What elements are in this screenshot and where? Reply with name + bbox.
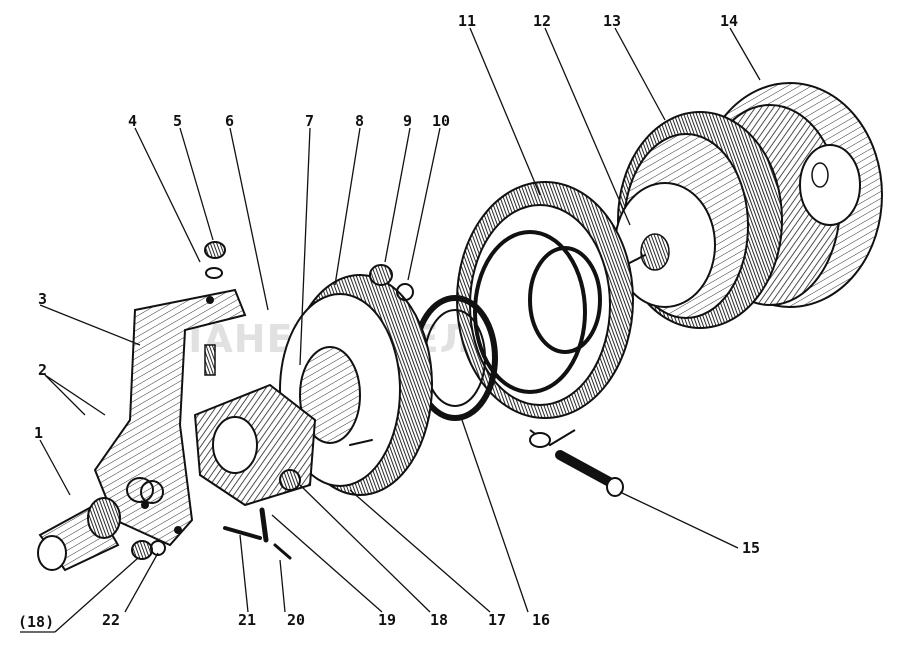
callout-9: 9 bbox=[403, 112, 412, 130]
part-6-bolt bbox=[204, 344, 216, 376]
part-5-nut bbox=[204, 241, 226, 259]
leader-lines bbox=[20, 27, 761, 633]
callout-10: 10 bbox=[432, 112, 450, 130]
callout-18: 18 bbox=[430, 611, 448, 629]
callout-1: 1 bbox=[34, 424, 43, 442]
callout-5: 5 bbox=[173, 112, 182, 130]
callout-labels: 1 2 3 4 5 6 7 8 9 10 11 12 13 14 15 16 1… bbox=[18, 12, 760, 631]
callout-8: 8 bbox=[355, 112, 364, 130]
part-11-clamp-ring bbox=[456, 181, 634, 448]
callout-2: 2 bbox=[38, 361, 47, 379]
part-22-washer bbox=[150, 540, 166, 556]
callout-16: 16 bbox=[532, 611, 550, 629]
callout-6: 6 bbox=[225, 112, 234, 130]
part-4-washer bbox=[205, 267, 223, 279]
part-20-split-pin bbox=[273, 543, 292, 560]
part-9-nut bbox=[369, 264, 393, 286]
callout-19: 19 bbox=[378, 611, 396, 629]
part-18-nut bbox=[131, 540, 153, 560]
part-2-o-rings bbox=[126, 477, 164, 504]
callout-7: 7 bbox=[305, 112, 314, 130]
callout-22: 22 bbox=[102, 611, 120, 629]
callout-12: 12 bbox=[533, 12, 551, 30]
part-1-pin bbox=[37, 497, 121, 572]
callout-3: 3 bbox=[38, 290, 47, 308]
part-17-valve-body bbox=[193, 383, 317, 507]
part-21-pin bbox=[223, 507, 269, 543]
callout-20: 20 bbox=[287, 611, 305, 629]
callout-14: 14 bbox=[720, 12, 738, 30]
part-15-bolt bbox=[555, 450, 624, 497]
callout-4: 4 bbox=[128, 112, 137, 130]
callout-13: 13 bbox=[603, 12, 621, 30]
part-10-washer bbox=[396, 283, 414, 301]
callout-15: 15 bbox=[742, 539, 760, 557]
callout-11: 11 bbox=[458, 12, 476, 30]
callout-18-paren: (18) bbox=[18, 613, 54, 631]
callout-21: 21 bbox=[238, 611, 256, 629]
callout-17: 17 bbox=[488, 611, 506, 629]
